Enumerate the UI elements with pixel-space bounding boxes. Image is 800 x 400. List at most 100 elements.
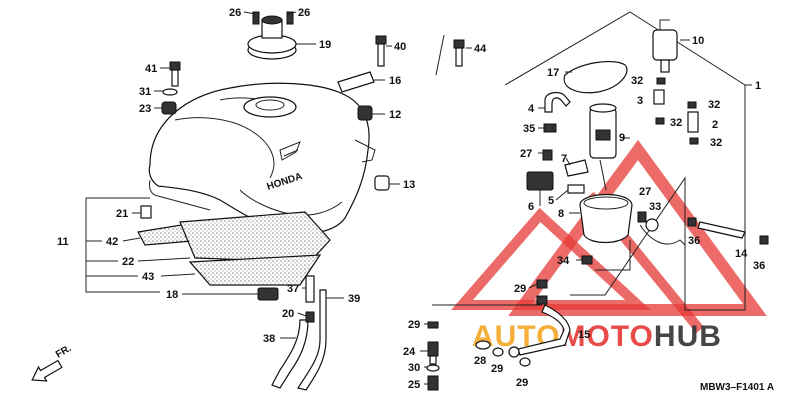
clip-29d [492, 347, 504, 357]
front-direction-indicator: FR. [31, 343, 74, 382]
callout-39: 39 [348, 293, 360, 305]
callout-20: 20 [282, 308, 294, 320]
callout-41: 41 [145, 63, 157, 75]
callout-22: 22 [122, 256, 134, 268]
clamp-32a [656, 77, 666, 85]
clip-29b [536, 295, 548, 305]
callout-27a: 27 [520, 148, 532, 160]
callout-29a: 29 [514, 283, 526, 295]
washer-31 [162, 88, 178, 96]
callout-6: 6 [528, 201, 534, 213]
fuel-pump-9 [589, 103, 617, 159]
clamp-32c [655, 117, 665, 125]
callout-37: 37 [287, 283, 299, 295]
callout-17: 17 [547, 67, 559, 79]
screw-34 [581, 255, 593, 265]
watermark-moto: MOTO [560, 320, 653, 353]
callout-43: 43 [142, 271, 154, 283]
callout-26b: 26 [298, 7, 310, 19]
callout-33: 33 [649, 201, 661, 213]
bracket-16 [337, 71, 375, 93]
drain-bolt-24 [427, 341, 439, 365]
callout-23: 23 [139, 103, 151, 115]
grommet-28 [475, 340, 491, 350]
clip-35 [543, 123, 557, 133]
diagram-code: MBW3–F1401 A [700, 382, 774, 393]
callout-5: 5 [548, 195, 554, 207]
bolt-44 [435, 34, 465, 76]
callout-10: 10 [692, 35, 704, 47]
clip-29c [427, 321, 439, 329]
callout-40: 40 [394, 41, 406, 53]
callout-29c: 29 [491, 363, 503, 375]
callout-14: 14 [735, 248, 748, 260]
fuel-filler-cap [247, 11, 297, 60]
callout-29d: 29 [516, 377, 528, 389]
callout-13: 13 [403, 179, 415, 191]
callout-16: 16 [389, 75, 401, 87]
callout-25: 25 [408, 379, 420, 391]
cushion-18 [257, 287, 279, 301]
callout-18: 18 [166, 289, 178, 301]
callout-38: 38 [263, 333, 275, 345]
filter-6 [526, 171, 554, 191]
callout-36a: 36 [688, 235, 700, 247]
callout-3: 3 [637, 95, 643, 107]
clamp-32b [687, 101, 697, 109]
part-callouts: 26 26 19 40 44 41 31 23 16 12 13 21 11 4… [57, 7, 765, 391]
callout-30: 30 [408, 362, 420, 374]
callout-26a: 26 [229, 7, 241, 19]
collar-13 [374, 175, 390, 191]
callout-28: 28 [474, 355, 486, 367]
hose-14 [697, 221, 746, 239]
callout-32b: 32 [708, 99, 720, 111]
arrow-icon [31, 359, 63, 382]
grommet-12 [357, 105, 373, 121]
watermark-logo: AUTOMOTOHUB [451, 139, 767, 353]
direction-label: FR. [54, 343, 74, 361]
callout-8: 8 [558, 208, 564, 220]
clip-5 [567, 184, 585, 194]
watermark-hub: HUB [654, 320, 722, 353]
callout-15: 15 [578, 329, 590, 341]
callout-32d: 32 [710, 137, 722, 149]
callout-35: 35 [523, 123, 535, 135]
callout-32a: 32 [631, 75, 643, 87]
pad-43 [188, 254, 322, 286]
fuel-tank: HONDA [148, 82, 376, 235]
grommet-23 [161, 101, 177, 115]
bolt-41 [169, 61, 181, 87]
clamp-32d [689, 137, 699, 145]
callout-27b: 27 [639, 186, 651, 198]
callout-21: 21 [116, 208, 128, 220]
bolt-21 [140, 205, 152, 219]
bolt-25 [427, 375, 439, 391]
callout-7: 7 [561, 153, 567, 165]
callout-9: 9 [619, 132, 625, 144]
callout-32c: 32 [670, 117, 682, 129]
leader-lines [85, 11, 752, 385]
callout-24: 24 [403, 346, 416, 358]
bolt-40 [375, 35, 387, 67]
fuel-filter-10 [652, 19, 678, 73]
pad-22 [179, 211, 331, 263]
screw-27a [542, 149, 553, 161]
callout-42: 42 [106, 236, 118, 248]
callout-12: 12 [389, 109, 401, 121]
clip-29e [519, 357, 531, 367]
drain-tubes [271, 275, 327, 391]
callout-2: 2 [712, 119, 718, 131]
callout-11: 11 [57, 236, 69, 248]
callout-34: 34 [557, 255, 570, 267]
fitting-25 [508, 346, 520, 358]
callout-31: 31 [139, 86, 151, 98]
clamp-36b [759, 235, 769, 245]
assembly-1-outline [504, 11, 746, 311]
callout-19: 19 [319, 39, 331, 51]
callout-4: 4 [528, 103, 535, 115]
hose-4 [544, 91, 571, 113]
clip-29a [536, 279, 548, 289]
sensor-33 [645, 218, 659, 232]
callout-44: 44 [474, 43, 487, 55]
